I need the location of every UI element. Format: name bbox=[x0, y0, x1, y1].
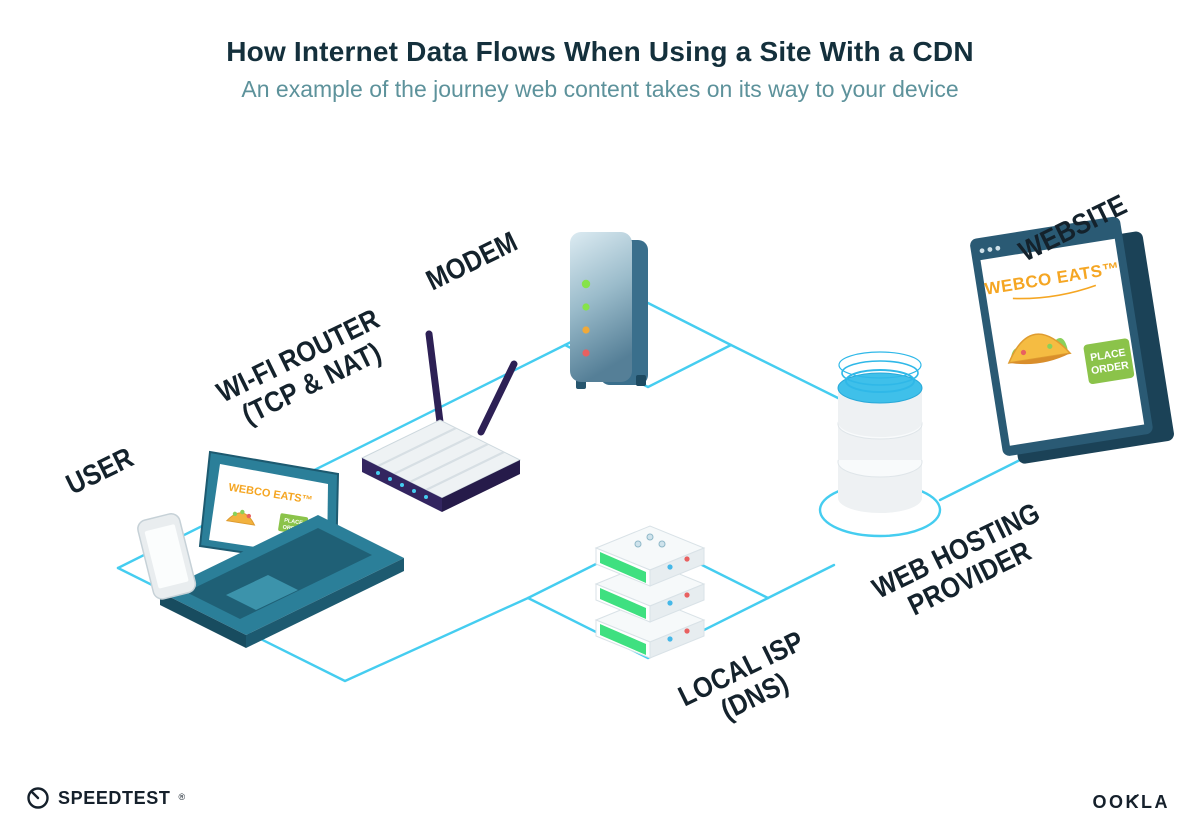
page-title: How Internet Data Flows When Using a Sit… bbox=[226, 36, 974, 67]
ookla-logo: OOKLA bbox=[1093, 792, 1171, 813]
website-taco-icon bbox=[1007, 333, 1072, 365]
hosting-water-top bbox=[837, 372, 923, 404]
svg-text:PLACE: PLACE bbox=[1089, 347, 1126, 364]
modem-led-orange-icon bbox=[582, 326, 590, 334]
modem-led-green-icon bbox=[581, 279, 591, 289]
modem-illustration bbox=[570, 232, 648, 389]
router-antenna-left bbox=[425, 330, 445, 434]
browser-dot-icon bbox=[979, 248, 985, 254]
browser-dot-icon bbox=[987, 247, 993, 252]
router-illustration bbox=[360, 330, 522, 512]
svg-text:PLACE: PLACE bbox=[284, 518, 304, 527]
speedtest-gauge-icon bbox=[27, 787, 49, 809]
speedtest-trademark: ® bbox=[178, 792, 186, 802]
web-hosting-illustration bbox=[837, 351, 923, 513]
modem-led-red-icon bbox=[582, 349, 590, 357]
line-hosting-to-website bbox=[938, 451, 1036, 502]
line-modem-to-hosting bbox=[729, 343, 844, 402]
website-illustration: WEBCO EATS™ PLACE ORDER bbox=[970, 216, 1174, 464]
line-isp-to-hosting bbox=[766, 563, 836, 600]
line-user-to-modem bbox=[116, 343, 567, 570]
laptop-illustration: WEBCO EATS™ PLACE ORDER bbox=[160, 450, 404, 648]
router-antenna-right bbox=[477, 360, 518, 436]
speedtest-logo: SPEEDTEST ® bbox=[26, 786, 185, 810]
ookla-wordmark: OOKLA bbox=[1092, 792, 1170, 812]
phone-illustration bbox=[137, 513, 197, 600]
place-order-button bbox=[1083, 338, 1135, 385]
svg-text:ORDER: ORDER bbox=[1090, 359, 1130, 377]
browser-dot-icon bbox=[995, 245, 1001, 251]
isp-server-illustration bbox=[594, 525, 706, 659]
speedtest-wordmark: SPEEDTEST bbox=[58, 787, 171, 808]
page-subtitle: An example of the journey web content ta… bbox=[241, 76, 959, 102]
modem-led-green2-icon bbox=[582, 303, 590, 311]
